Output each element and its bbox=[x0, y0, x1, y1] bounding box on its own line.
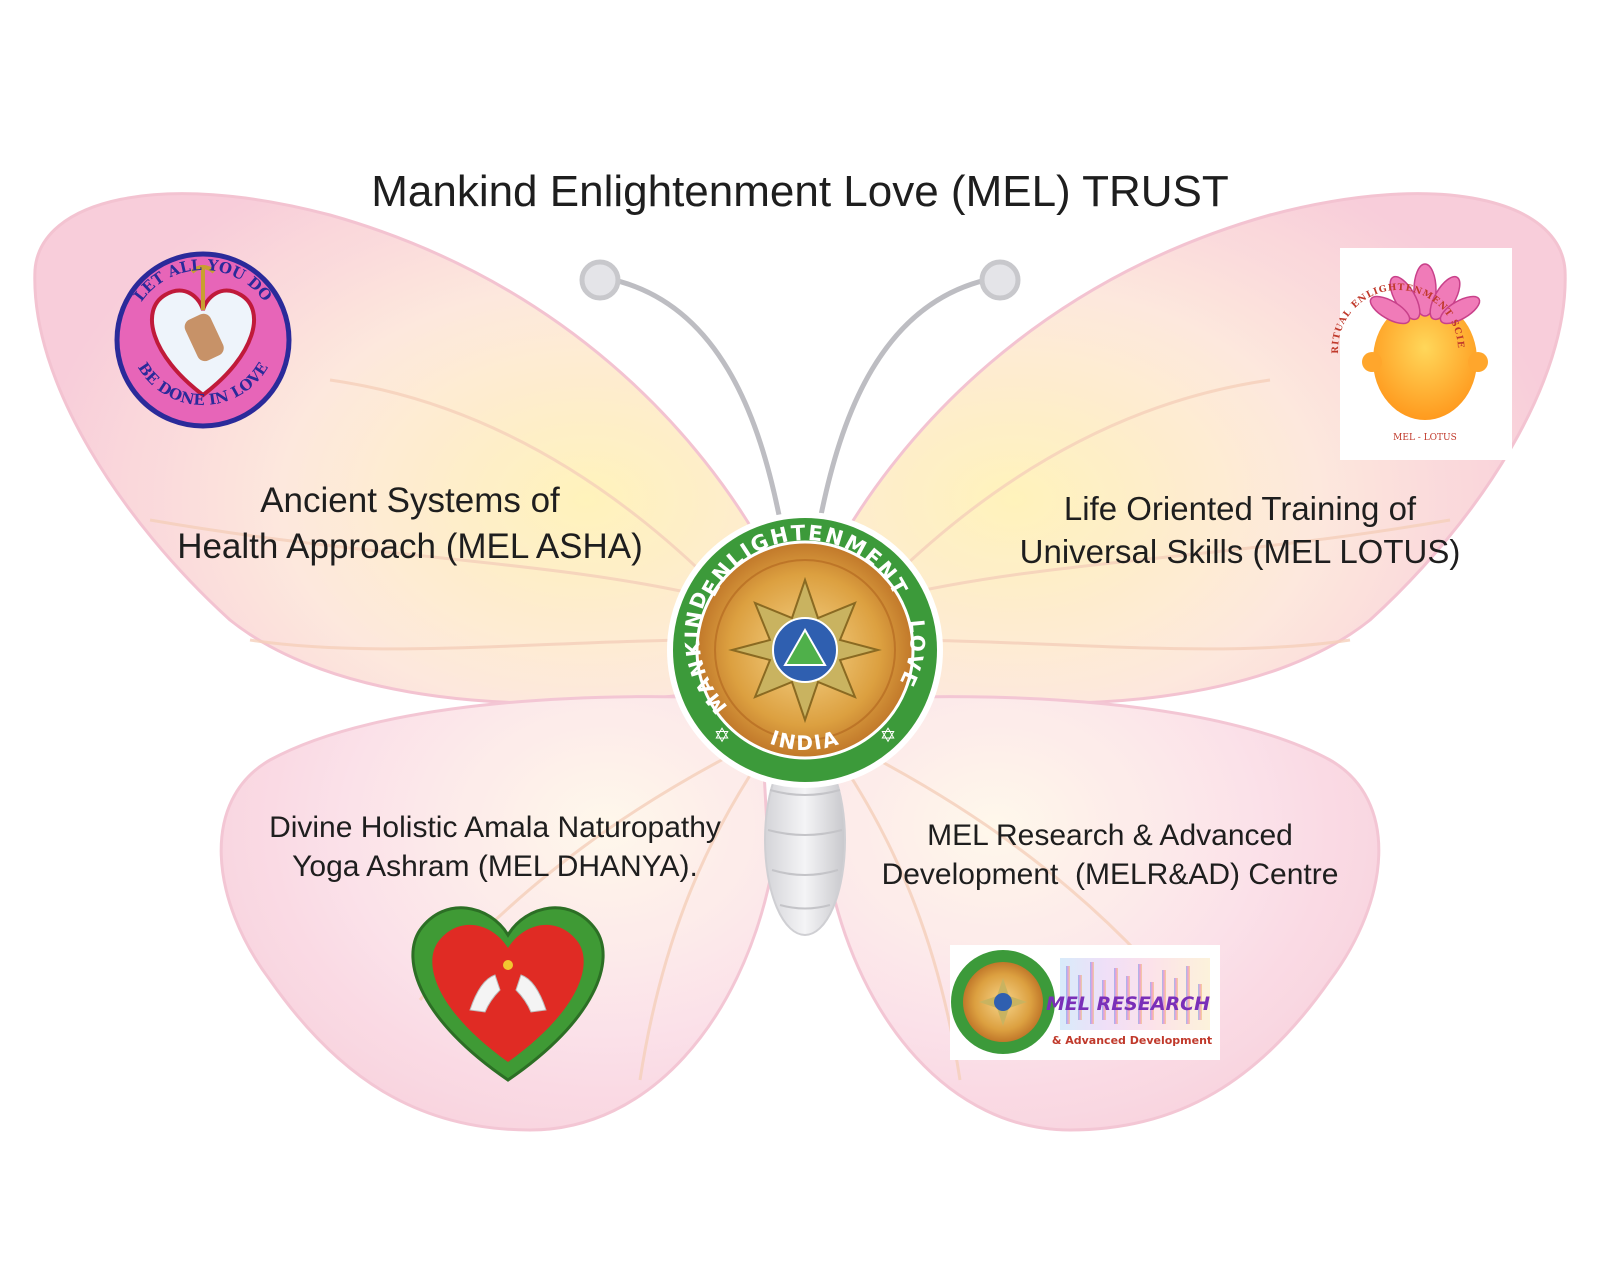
lotus-logo-bottom-text: MEL - LOTUS bbox=[1393, 433, 1457, 443]
mudra-hands-icon bbox=[469, 974, 547, 1013]
lower-left-wing bbox=[219, 695, 772, 1132]
mel-research-label: MEL Research & Advanced Development (MEL… bbox=[850, 816, 1370, 894]
dhanya-label-line-2: Yoga Ashram (MEL DHANYA). bbox=[292, 850, 698, 883]
asha-label-line-2: Health Approach (MEL ASHA) bbox=[177, 526, 643, 566]
seal-star-right-icon: ✡ bbox=[880, 723, 897, 747]
research-label-line-1: MEL Research & Advanced bbox=[927, 819, 1293, 852]
dhanya-label-line-1: Divine Holistic Amala Naturopathy bbox=[269, 811, 721, 844]
lower-right-wing bbox=[828, 695, 1381, 1132]
mel-research-logo: MEL RESEARCH & Advanced Development bbox=[950, 945, 1220, 1060]
mel-dhanya-label: Divine Holistic Amala Naturopathy Yoga A… bbox=[220, 808, 770, 886]
research-logo-subtitle: & Advanced Development bbox=[1052, 1034, 1212, 1047]
lotus-label-line-2: Universal Skills (MEL LOTUS) bbox=[1019, 532, 1461, 570]
mel-seal-logo: ENLIGHTENMENT MANKIND LOVE INDIA ✡ ✡ bbox=[667, 512, 943, 788]
research-label-line-2: Development (MELR&AD) Centre bbox=[881, 858, 1339, 891]
upper-left-wing bbox=[33, 192, 772, 705]
butterfly-antennae bbox=[579, 259, 1021, 521]
mel-dhanya-logo bbox=[411, 906, 605, 1082]
mel-asha-label: Ancient Systems of Health Approach (MEL … bbox=[130, 478, 690, 569]
mel-asha-logo: LET ALL YOU DO BE DONE IN LOVE bbox=[114, 251, 292, 429]
page-title: Mankind Enlightenment Love (MEL) TRUST bbox=[300, 163, 1300, 220]
page-title-text: Mankind Enlightenment Love (MEL) TRUST bbox=[371, 167, 1229, 216]
lotus-label-line-1: Life Oriented Training of bbox=[1063, 490, 1417, 527]
seal-star-left-icon: ✡ bbox=[714, 723, 731, 747]
research-logo-title: MEL RESEARCH bbox=[1046, 993, 1210, 1015]
asha-label-line-1: Ancient Systems of bbox=[260, 481, 560, 520]
mel-lotus-label: Life Oriented Training of Universal Skil… bbox=[960, 488, 1520, 574]
